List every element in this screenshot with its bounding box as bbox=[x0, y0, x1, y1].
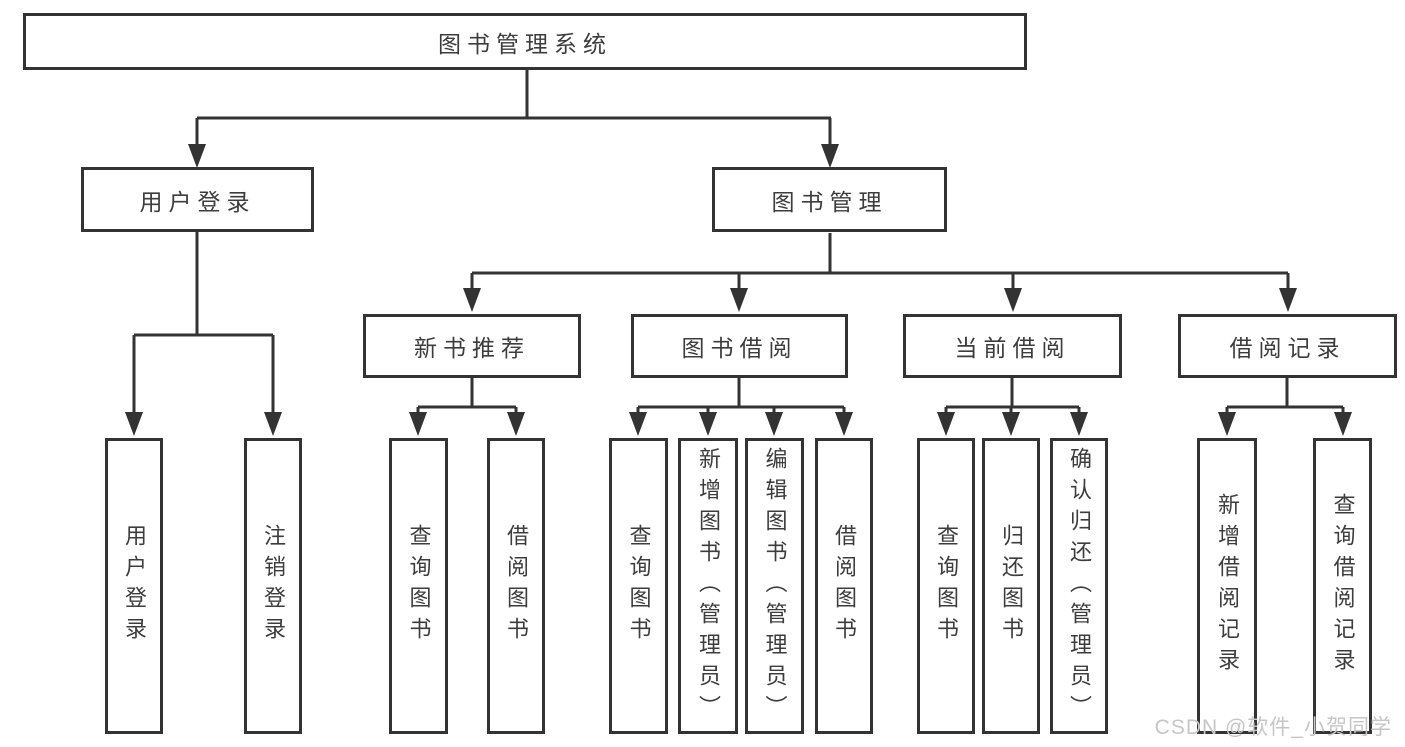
node-book-management: 图书管理 bbox=[712, 167, 947, 232]
leaf-edit-books-admin-label: 编辑图书（管理员） bbox=[762, 446, 788, 726]
node-borrowing-records-label: 借阅记录 bbox=[1229, 335, 1346, 361]
leaf-add-books-admin-label: 新增图书（管理员） bbox=[696, 446, 721, 726]
node-current-borrowing-label: 当前借阅 bbox=[954, 335, 1071, 361]
node-borrowing-records: 借阅记录 bbox=[1178, 314, 1397, 378]
connector-borrowbooks-to-leaves bbox=[629, 378, 853, 436]
connector-newbooks-to-leaves bbox=[409, 378, 525, 436]
leaf-borrow-books-1-label: 借阅图书 bbox=[504, 524, 529, 648]
leaf-logout: 注销登录 bbox=[244, 438, 302, 734]
leaf-query-borrow-record: 查询借阅记录 bbox=[1313, 438, 1372, 734]
leaf-return-books-label: 归还图书 bbox=[999, 524, 1024, 648]
connector-login-to-leaves bbox=[125, 232, 282, 436]
leaf-user-login-label: 用户登录 bbox=[122, 524, 147, 648]
node-root-label: 图书管理系统 bbox=[438, 30, 612, 57]
node-current-borrowing: 当前借阅 bbox=[903, 314, 1122, 378]
leaf-add-books-admin: 新增图书（管理员） bbox=[678, 438, 738, 734]
node-user-login-label: 用户登录 bbox=[139, 188, 256, 215]
connector-management-to-groups bbox=[463, 233, 1297, 312]
leaf-confirm-return-admin-label: 确认归还（管理员） bbox=[1067, 446, 1092, 726]
leaf-borrow-books-1: 借阅图书 bbox=[487, 438, 545, 734]
connector-records-to-leaves bbox=[1218, 378, 1352, 436]
leaf-query-books-1-label: 查询图书 bbox=[406, 524, 432, 648]
leaf-query-books-1: 查询图书 bbox=[389, 438, 448, 734]
node-book-borrowing: 图书借阅 bbox=[631, 314, 848, 378]
node-user-login: 用户登录 bbox=[81, 167, 314, 232]
leaf-query-books-2-label: 查询图书 bbox=[626, 524, 652, 648]
leaf-add-borrow-record-label: 新增借阅记录 bbox=[1215, 493, 1240, 679]
node-new-book-recommend-label: 新书推荐 bbox=[414, 335, 530, 361]
leaf-borrow-books-2: 借阅图书 bbox=[815, 438, 873, 734]
connector-root-to-level2 bbox=[188, 70, 839, 168]
leaf-query-books-3: 查询图书 bbox=[917, 438, 975, 734]
leaf-add-borrow-record: 新增借阅记录 bbox=[1197, 438, 1257, 734]
csdn-watermark: CSDN @软件_小贺同学 bbox=[1154, 716, 1392, 739]
node-book-borrowing-label: 图书借阅 bbox=[681, 335, 798, 361]
leaf-borrow-books-2-label: 借阅图书 bbox=[832, 524, 857, 648]
leaf-query-books-2: 查询图书 bbox=[609, 438, 668, 734]
leaf-confirm-return-admin: 确认归还（管理员） bbox=[1050, 438, 1108, 734]
leaf-logout-label: 注销登录 bbox=[261, 524, 286, 648]
node-root: 图书管理系统 bbox=[23, 13, 1027, 70]
leaf-user-login: 用户登录 bbox=[105, 438, 163, 734]
leaf-edit-books-admin: 编辑图书（管理员） bbox=[745, 438, 804, 734]
leaf-query-borrow-record-label: 查询借阅记录 bbox=[1330, 493, 1356, 679]
leaf-return-books: 归还图书 bbox=[982, 438, 1040, 734]
leaf-query-books-3-label: 查询图书 bbox=[934, 524, 959, 648]
connector-currentborrow-to-leaves bbox=[937, 378, 1088, 436]
node-new-book-recommend: 新书推荐 bbox=[363, 314, 581, 378]
node-book-management-label: 图书管理 bbox=[771, 188, 888, 215]
